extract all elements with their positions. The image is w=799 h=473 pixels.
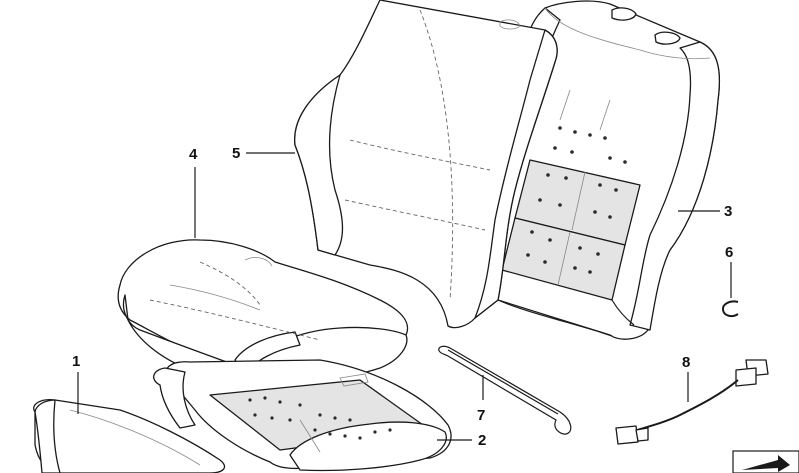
callout-6: 6 xyxy=(725,244,734,261)
callout-1: 1 xyxy=(72,353,81,370)
leader-lines xyxy=(77,152,732,441)
callout-3: 3 xyxy=(724,203,733,220)
callout-8: 8 xyxy=(682,354,691,371)
thigh-support-part xyxy=(33,399,226,473)
seat-pad-holes xyxy=(248,396,392,440)
callout-4: 4 xyxy=(189,146,198,163)
callout-5: 5 xyxy=(232,145,241,162)
backrest-frame-holes xyxy=(526,126,627,274)
backrest-frame-part xyxy=(493,0,721,340)
cable-harness-part xyxy=(615,359,769,445)
clip-part xyxy=(721,300,739,318)
callout-2: 2 xyxy=(478,432,487,449)
wire-loop-part xyxy=(438,345,572,435)
backrest-cover-part xyxy=(294,0,558,329)
corner-arrow-icon xyxy=(732,450,799,473)
callout-7: 7 xyxy=(477,407,486,424)
